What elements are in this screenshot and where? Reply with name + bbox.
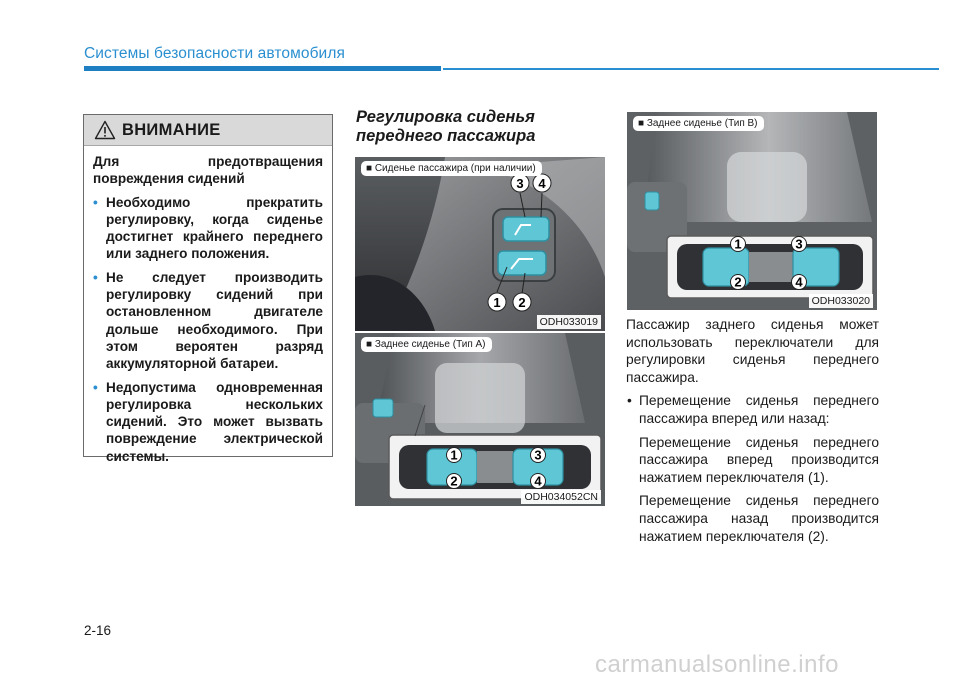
figure-code: ODH033019 bbox=[536, 315, 601, 329]
body-text: Пассажир заднего сиденья может использов… bbox=[626, 316, 879, 545]
body-bullet: Перемещение сиденья переднего пассажира … bbox=[626, 392, 879, 427]
figure-rear-seat-type-b: 1 2 3 4 ■ Заднее сиденье (Тип B) ODH0330… bbox=[627, 112, 877, 310]
header-rule bbox=[443, 68, 939, 70]
callout-label: 4 bbox=[534, 474, 542, 489]
callout-label: 2 bbox=[518, 295, 525, 310]
body-subparagraph: Перемещение сиденья переднего пассажира … bbox=[639, 434, 879, 485]
warning-body: Для предотвращения повреждения сидений Н… bbox=[84, 146, 332, 465]
callout-label: 3 bbox=[795, 237, 802, 252]
warning-box: ВНИМАНИЕ Для предотвращения повреждения … bbox=[83, 114, 333, 464]
figure-code: ODH033020 bbox=[808, 294, 873, 308]
body-subparagraph: Перемещение сиденья переднего пассажира … bbox=[639, 493, 879, 544]
warning-list: Необходимо прекратить регулировку, когда… bbox=[93, 194, 323, 465]
callout-label: 3 bbox=[534, 448, 541, 463]
watermark: carmanualsonline.info bbox=[595, 651, 839, 678]
figure-rear-seat-type-a: 1 2 3 4 ■ Заднее сиденье (Тип A) ODH0340… bbox=[355, 333, 605, 506]
switch-upper bbox=[502, 216, 550, 242]
warning-triangle-icon bbox=[94, 120, 116, 140]
callout-label: 1 bbox=[493, 295, 500, 310]
callout-label: 4 bbox=[538, 176, 546, 191]
header-accent-bar bbox=[84, 66, 441, 71]
figure-caption: ■ Сиденье пассажира (при наличии) bbox=[361, 161, 542, 176]
callout-label: 3 bbox=[516, 176, 523, 191]
callout-label: 2 bbox=[734, 275, 741, 290]
section-title: Регулировка сиденья переднего пассажира bbox=[356, 108, 536, 145]
page-number: 2-16 bbox=[84, 623, 112, 638]
rear-seat-illustration: 1 2 3 4 bbox=[355, 333, 605, 506]
body-intro: Пассажир заднего сиденья может использов… bbox=[626, 317, 879, 385]
callout-label: 4 bbox=[795, 275, 803, 290]
warning-heading: ВНИМАНИЕ bbox=[122, 120, 221, 139]
warning-item: Необходимо прекратить регулировку, когда… bbox=[93, 194, 323, 263]
figure-passenger-seat-switch: 3 4 1 2 ■ Сиденье пассажира (при наличии… bbox=[355, 157, 605, 331]
callout-label: 1 bbox=[450, 448, 457, 463]
figure-code: ODH034052CN bbox=[521, 490, 601, 504]
switch-lower bbox=[497, 250, 547, 276]
callout-label: 2 bbox=[450, 474, 457, 489]
seat-side-illustration: 3 4 1 2 bbox=[355, 157, 605, 331]
section-header-title: Системы безопасности автомобиля bbox=[84, 45, 345, 62]
warning-item: Не следует производить регулировку сиден… bbox=[93, 269, 323, 373]
warning-intro: Для предотвращения повреждения сидений bbox=[93, 154, 323, 187]
callout-label: 1 bbox=[734, 237, 741, 252]
rear-seat-illustration: 1 2 3 4 bbox=[627, 112, 877, 310]
warning-item: Недопустима одновременная регулировка не… bbox=[93, 379, 323, 465]
figure-caption: ■ Заднее сиденье (Тип A) bbox=[361, 337, 492, 352]
warning-header: ВНИМАНИЕ bbox=[84, 115, 332, 146]
figure-caption: ■ Заднее сиденье (Тип B) bbox=[633, 116, 764, 131]
